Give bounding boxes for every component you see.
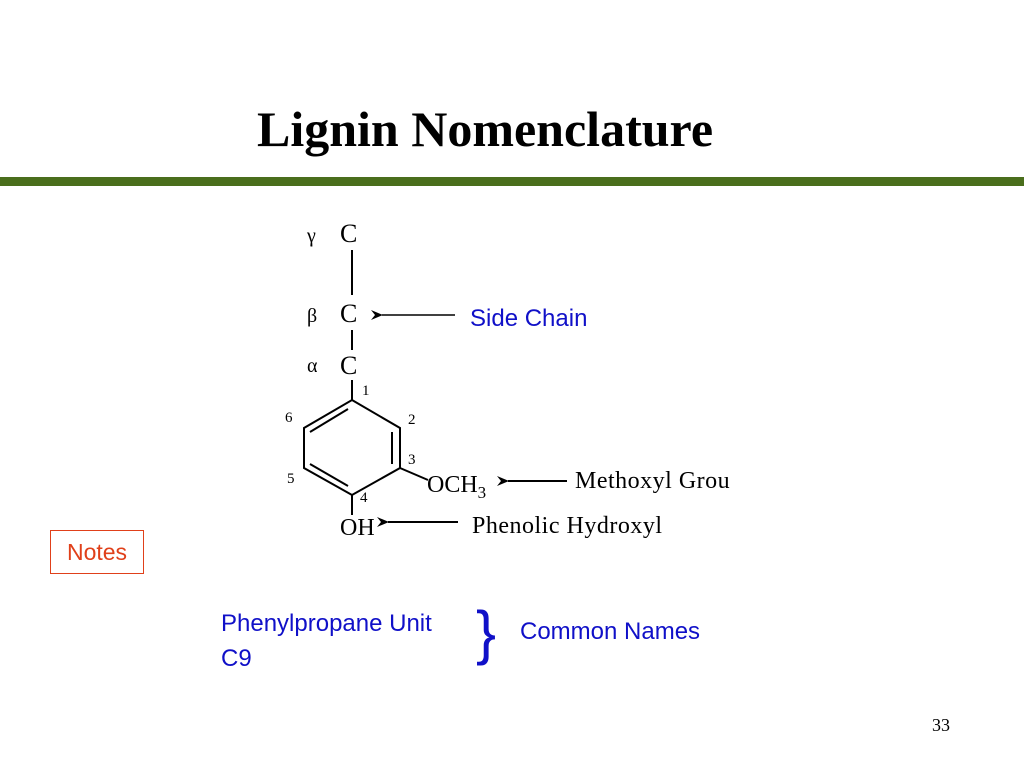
ring-position-5: 5 xyxy=(287,471,295,487)
beta-label: β xyxy=(307,305,317,327)
alpha-carbon: C xyxy=(340,351,357,380)
gamma-label: γ xyxy=(306,225,316,247)
notes-button[interactable]: Notes xyxy=(50,530,144,574)
grouping-brace: } xyxy=(476,599,497,666)
alpha-label: α xyxy=(307,355,318,377)
phenylpropane-unit-label: Phenylpropane Unit xyxy=(221,610,432,637)
ring-position-6: 6 xyxy=(285,410,293,426)
phenolic-hydroxyl-label: Phenolic Hydroxyl xyxy=(472,513,662,539)
gamma-carbon: C xyxy=(340,219,357,248)
ring-double-bond-4-5 xyxy=(309,463,349,487)
methoxyl-bond xyxy=(399,467,429,481)
hydroxyl-formula: OH xyxy=(340,515,375,541)
ring-double-bond-6-1 xyxy=(309,408,349,433)
slide-title: Lignin Nomenclature xyxy=(256,101,714,157)
ring-position-2: 2 xyxy=(408,412,416,428)
methoxyl-formula: OCH3 xyxy=(427,472,486,502)
ring-position-4: 4 xyxy=(360,490,368,506)
methoxyl-subscript: 3 xyxy=(478,483,487,502)
common-names-label: Common Names xyxy=(520,618,701,645)
ring-position-3: 3 xyxy=(408,452,416,468)
methoxyl-group-label: Methoxyl Grou xyxy=(575,468,730,494)
beta-carbon: C xyxy=(340,299,357,328)
side-chain-label: Side Chain xyxy=(470,305,587,332)
ring-position-1: 1 xyxy=(362,383,370,399)
c9-label: C9 xyxy=(221,645,252,672)
benzene-ring xyxy=(303,398,401,497)
page-number: 33 xyxy=(932,715,950,735)
title-divider xyxy=(0,177,1024,186)
